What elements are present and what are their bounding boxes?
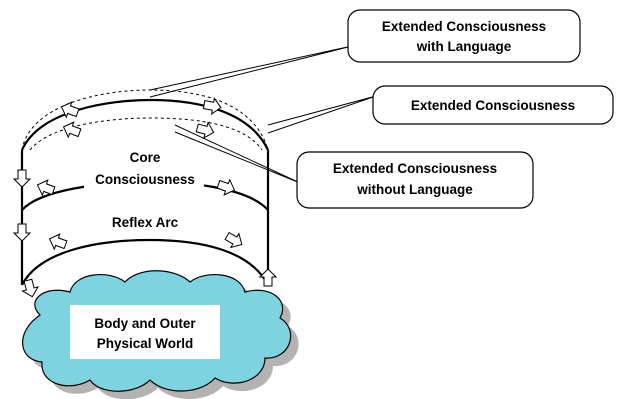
callout-with-language: Extended Consciousness with Language (347, 9, 581, 63)
callout-without-language: Extended Consciousness without Language (296, 151, 534, 209)
reflex-label-box (100, 212, 190, 232)
core-label-box (84, 146, 204, 188)
body-label-line1: Body and Outer (94, 316, 196, 331)
callout-extended: Extended Consciousness (372, 85, 614, 125)
arrow-icon (222, 228, 247, 252)
callout-without-language-line1: Extended Consciousness (333, 161, 497, 176)
callout-without-language-line2: without Language (356, 182, 473, 197)
arrow-icon (194, 119, 217, 141)
reflex-ring (21, 238, 269, 286)
body-label-line2: Physical World (97, 336, 194, 351)
arrow-icon (46, 230, 69, 253)
core-label-line2: Consciousness (95, 172, 195, 187)
arrow-icon (58, 98, 81, 121)
arrow-icon (60, 118, 83, 141)
extended-ring (20, 98, 269, 151)
arrow-icon (202, 96, 223, 116)
arrow-icon (13, 223, 31, 242)
callout-extended-line1: Extended Consciousness (411, 98, 575, 113)
arrow-icon (215, 176, 238, 199)
reflex-label: Reflex Arc (112, 215, 179, 230)
cylinder (20, 98, 270, 286)
body-label-box (70, 305, 220, 359)
callout-with-language-line2: with Language (416, 39, 512, 54)
arrow-icon (259, 268, 277, 287)
callout-with-language-line1: Extended Consciousness (382, 19, 546, 34)
core-label-line1: Core (130, 150, 161, 165)
leader-extended (267, 95, 377, 134)
leader-with-language (149, 45, 353, 98)
arrow-icon (13, 169, 31, 188)
without-language-ring (29, 117, 263, 151)
flow-arrows (13, 96, 277, 300)
